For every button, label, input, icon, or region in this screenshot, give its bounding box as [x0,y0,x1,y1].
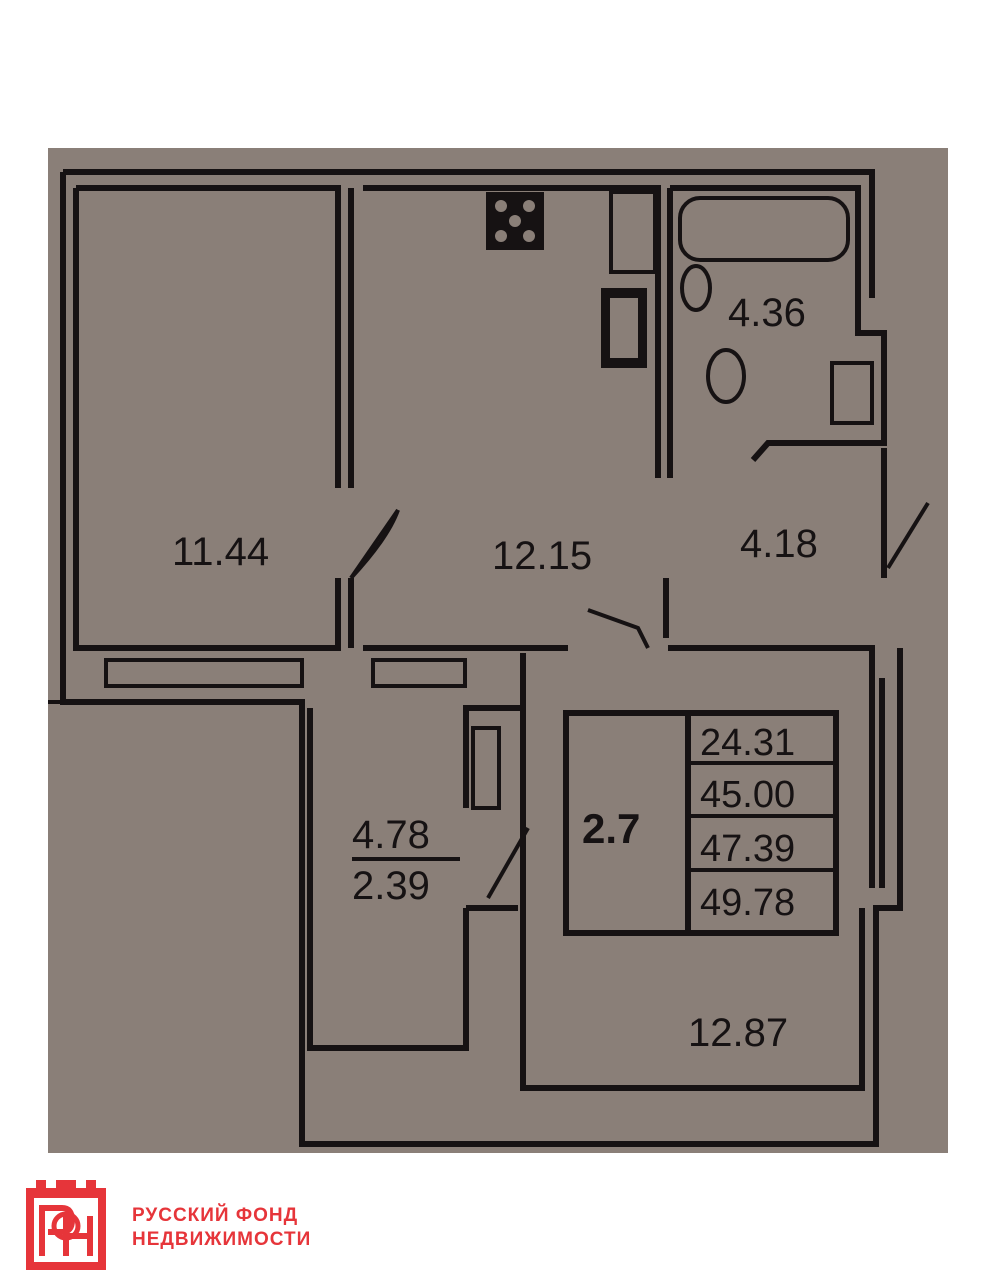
summary-table-frame [563,710,839,936]
floor-plan-drawing [48,169,930,1147]
kitchen-area-label: 12.15 [492,534,593,578]
balcony-full-area: 4.78 [352,813,430,857]
fraction-line [352,857,460,861]
summary-value-1: 24.31 [700,722,796,764]
outer-walls [60,169,903,1147]
kitchen-walls [363,185,669,651]
room-walls [520,653,865,1091]
fridge-icon [609,190,657,274]
washer-icon [830,361,874,425]
bathtub-icon [678,196,850,262]
toilet-icon [706,348,746,404]
summary-value-4: 49.78 [700,882,796,924]
room-area-label: 12.87 [688,1011,789,1055]
bathroom-area-label: 4.36 [728,291,806,335]
window-strips [104,658,467,688]
bedroom-area-label: 11.44 [172,530,270,574]
bathroom-walls [667,185,887,478]
brand-logo [26,1180,106,1270]
brand-name-line2: НЕДВИЖИМОСТИ [132,1229,312,1250]
bedroom-walls [73,185,400,651]
kitchen-fixtures [486,190,657,368]
hall-area-label: 4.18 [740,522,818,566]
ceiling-height: 2.7 [582,805,641,852]
brand-name-line1: РУССКИЙ ФОНД [132,1205,299,1226]
floor-plan [48,148,948,1153]
balcony-reduced-area: 2.39 [352,864,430,908]
summary-value-2: 45.00 [700,774,796,816]
summary-value-3: 47.39 [700,828,796,870]
hall-walls [668,448,930,888]
sink-icon [680,264,712,312]
loggia-walls [307,705,530,1051]
